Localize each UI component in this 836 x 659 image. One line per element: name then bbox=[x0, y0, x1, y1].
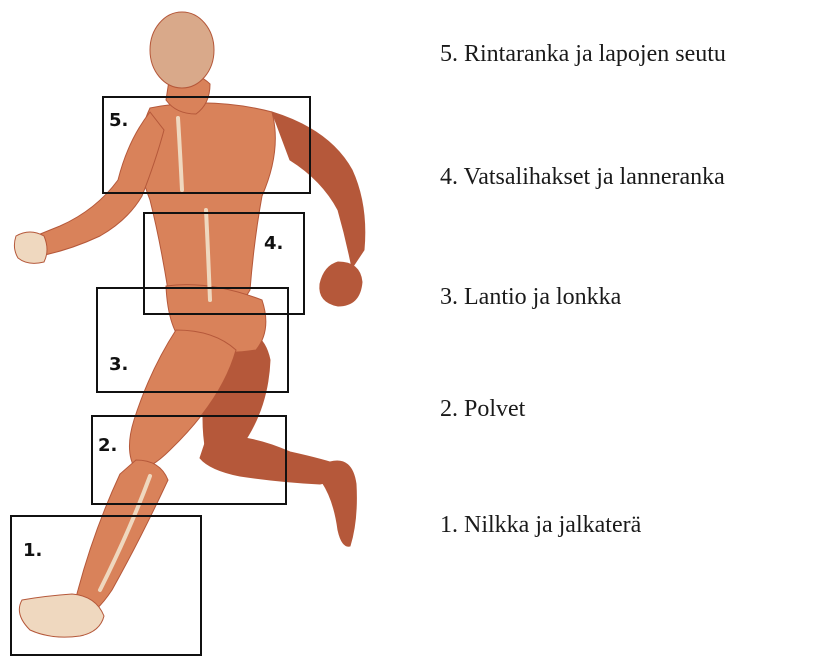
runner-back-foot bbox=[322, 461, 356, 546]
runner-front-hand bbox=[14, 232, 47, 263]
anatomy-figure: 5. 4. 3. 2. 1. bbox=[0, 0, 400, 659]
zone-5-number: 5. bbox=[109, 110, 128, 131]
legend-item-zone-4: 4. Vatsalihakset ja lanneranka bbox=[440, 165, 725, 189]
legend-item-zone-2: 2. Polvet bbox=[440, 397, 525, 421]
runner-front-shin bbox=[76, 460, 168, 616]
runner-back-shin bbox=[200, 437, 342, 484]
runner-illustration bbox=[14, 12, 364, 637]
legend-item-zone-1: 1. Nilkka ja jalkaterä bbox=[440, 513, 641, 537]
zone-4-number: 4. bbox=[264, 233, 283, 254]
legend-item-zone-3: 3. Lantio ja lonkka bbox=[440, 285, 621, 309]
runner-front-foot bbox=[19, 594, 104, 637]
runner-back-hand bbox=[320, 262, 362, 306]
zone-legend: 5. Rintaranka ja lapojen seutu 4. Vatsal… bbox=[440, 0, 836, 659]
zone-3-number: 3. bbox=[109, 354, 128, 375]
runner-back-arm bbox=[272, 112, 365, 268]
zone-2-number: 2. bbox=[98, 435, 117, 456]
runner-head bbox=[150, 12, 214, 88]
legend-item-zone-5: 5. Rintaranka ja lapojen seutu bbox=[440, 42, 726, 66]
zone-1-number: 1. bbox=[23, 540, 42, 561]
